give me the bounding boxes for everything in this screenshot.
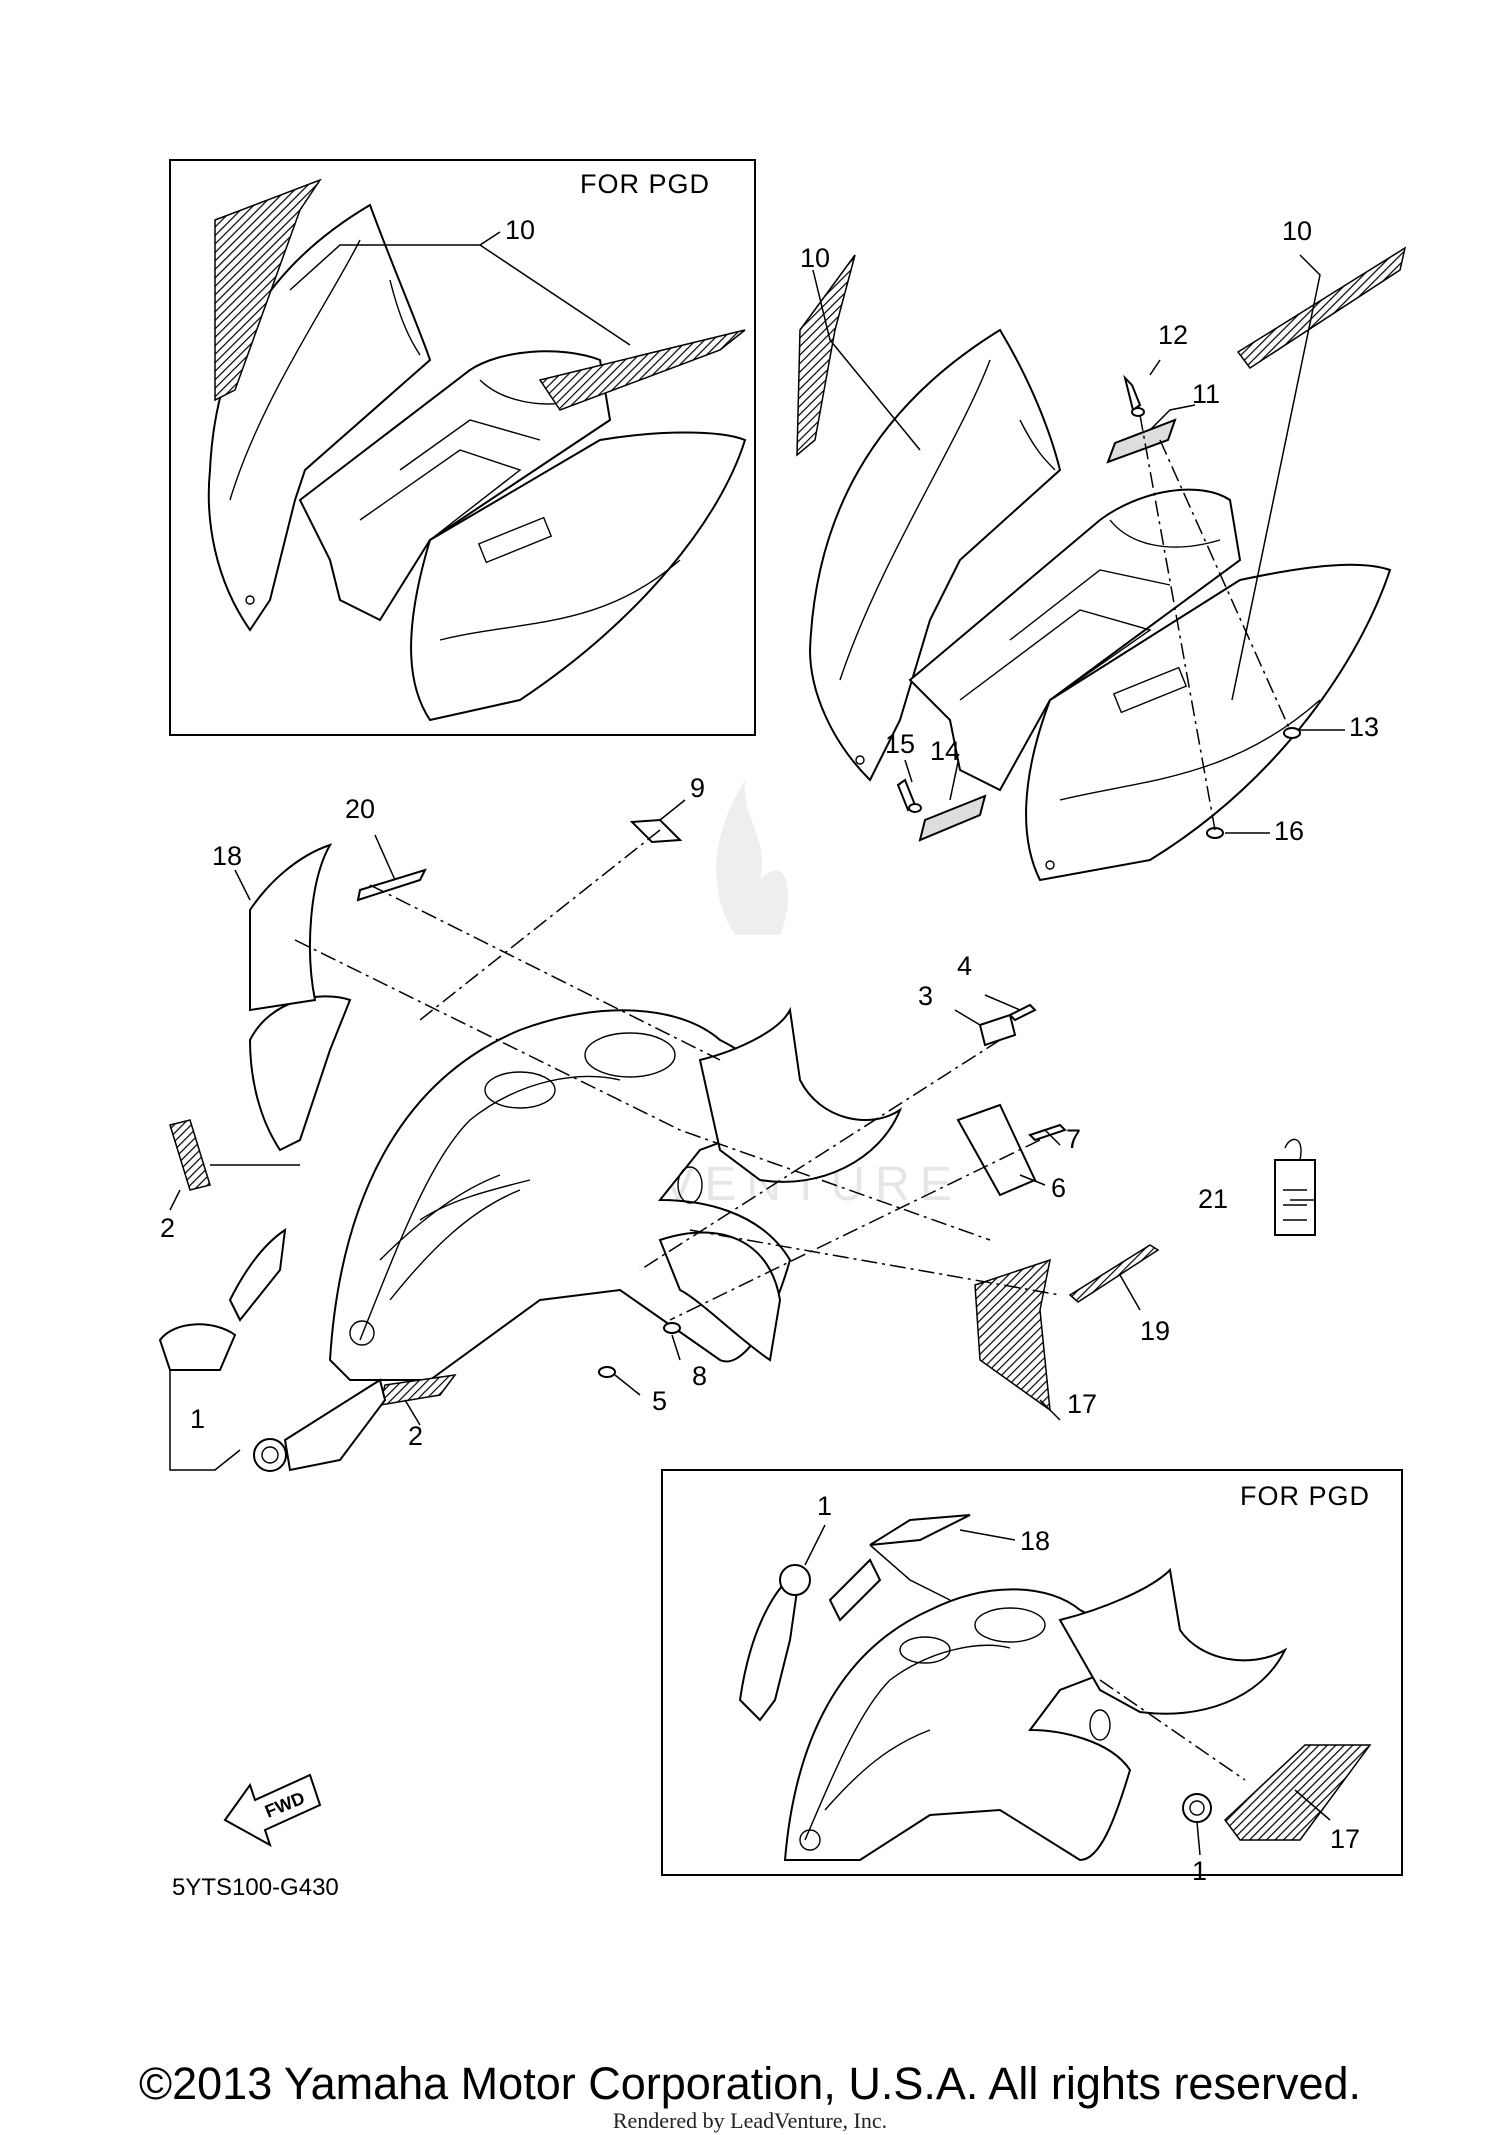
callout-10-inset-a: 10 [505,215,535,245]
emblem-1-blank [158,1323,237,1371]
inset-bottom-right: FOR PGD 1 18 17 1 [661,1469,1403,1886]
nut-13 [1283,727,1301,739]
inset-top-left: FOR PGD 10 [169,159,756,736]
decal-20 [356,868,427,902]
callout-2-upper: 2 [160,1213,175,1243]
nut-8 [663,1322,681,1334]
callout-10-upper-right: 10 [1282,216,1312,246]
decal-17 [974,1258,1051,1412]
center-body-upper [908,488,1242,792]
screw-4 [1008,1003,1037,1022]
callout-14: 14 [930,736,960,766]
callout-8: 8 [692,1361,707,1391]
inset-a-rear-fender [410,431,747,722]
fwd-arrow-icon [223,1773,322,1848]
callout-9: 9 [690,773,705,803]
nut-5 [598,1366,616,1378]
callout-1-inset-b-bottom: 1 [1192,1856,1207,1886]
inset-b-decal-18 [869,1514,971,1546]
inset-b-left-shroud [738,1568,802,1722]
inset-a-decal-left [214,178,322,402]
callout-13: 13 [1349,712,1379,742]
callout-10-upper-left: 10 [800,243,830,273]
inset-b-emblem-1-bottom [1182,1793,1212,1823]
fwd-arrow: FWD [223,1773,322,1848]
main-front-body: 9 20 18 4 3 7 6 21 2 2 19 17 8 5 1 [158,773,1316,1472]
callout-21: 21 [1198,1184,1228,1214]
callout-12: 12 [1158,320,1188,350]
decal-10-left [796,254,856,457]
callout-4: 4 [957,951,972,981]
render-credit: Rendered by LeadVenture, Inc. [612,2108,888,2133]
callout-11: 11 [1192,379,1220,409]
inset-b-emblem-1-top [779,1564,811,1596]
callout-20: 20 [345,794,375,824]
inset-top-left-label: FOR PGD [580,169,710,199]
callout-19: 19 [1140,1316,1170,1346]
drawing-code: 5YTS100-G430 [172,1874,339,1901]
decal-14 [918,794,987,842]
tag-21 [1274,1159,1316,1236]
decal-18 [249,843,333,1012]
main-left-shroud [248,995,352,1152]
inset-top-left-frame [169,159,756,736]
inset-a-decal-right [538,329,746,411]
copyright-notice: ©2013 Yamaha Motor Corporation, U.S.A. A… [138,2058,1362,2109]
callout-2-lower: 2 [408,1421,423,1451]
inset-a-center-body [298,350,612,622]
callout-15: 15 [885,729,915,759]
decal-10-right [1236,246,1407,370]
callout-18: 18 [212,841,242,871]
callout-1-inset-b-top: 1 [817,1491,832,1521]
decal-panel-left [228,1227,287,1322]
callout-7: 7 [1066,1124,1081,1154]
main-side-panel [698,1006,903,1183]
screw-12 [1123,374,1142,412]
stripe-19 [1068,1244,1160,1303]
decal-9 [629,818,683,844]
callout-6: 6 [1051,1173,1066,1203]
decal-2-upper [169,1119,211,1191]
decal-3 [978,1013,1017,1047]
inset-b-decal-panel [828,1558,882,1622]
inset-b-side-panel [1058,1567,1288,1715]
callout-18-inset-b: 18 [1020,1526,1050,1556]
emblem-1 [253,1438,287,1472]
decal-6 [956,1103,1037,1197]
callout-1: 1 [190,1404,205,1434]
callout-17-inset-b: 17 [1330,1824,1360,1854]
inset-bottom-right-frame [661,1469,1403,1876]
upper-right-assembly: 10 10 12 11 13 16 15 14 [796,216,1407,882]
inset-bottom-right-label: FOR PGD [1240,1481,1370,1511]
front-fender-upper [808,328,1062,782]
rear-fender-upper [1025,563,1392,882]
decal-11 [1106,418,1177,464]
callout-17: 17 [1067,1389,1097,1419]
callout-16: 16 [1274,816,1304,846]
callout-5: 5 [652,1386,667,1416]
callout-3: 3 [918,981,933,1011]
decal-panel-lower [283,1378,387,1472]
